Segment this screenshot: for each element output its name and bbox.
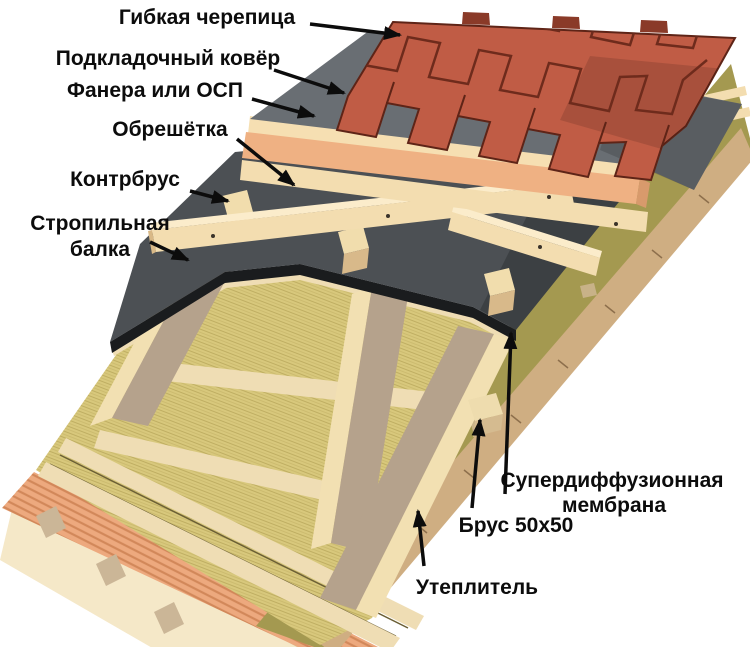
label-membrane-line2: мембрана <box>562 494 666 517</box>
label-lathing: Обрешётка <box>112 118 228 141</box>
label-osb: Фанера или ОСП <box>67 79 243 102</box>
callout-labels: Гибкая черепица Подкладочный ковёр Фанер… <box>30 6 723 599</box>
label-bar50: Брус 50x50 <box>459 514 574 537</box>
arrow-bar50 <box>470 418 486 509</box>
arrow-insulation <box>412 509 427 567</box>
label-rafter-line1: Стропильная <box>30 212 170 235</box>
label-underlayment: Подкладочный ковёр <box>56 47 280 70</box>
shingle-sheet <box>335 20 737 182</box>
arrow-shingles <box>309 22 402 41</box>
arrow-lathing <box>235 137 296 187</box>
cross-strip-row1 <box>122 358 484 416</box>
osb-board <box>242 132 640 204</box>
ceiling-batten-tabs <box>36 506 184 634</box>
membrane-edge <box>110 264 516 353</box>
label-insulation: Утеплитель <box>416 576 538 599</box>
arrow-underlayment <box>273 68 346 95</box>
arrow-membrane <box>503 331 518 495</box>
arrow-rafter <box>149 240 190 262</box>
callout-arrows <box>149 22 518 567</box>
rafter-middle-top <box>311 287 372 549</box>
plank-right <box>448 212 600 276</box>
rafter-middle-side <box>331 287 408 552</box>
label-membrane-line1: Супердиффузионная <box>500 469 723 492</box>
plank-screws <box>211 195 551 249</box>
plank-under-osb <box>240 160 648 232</box>
label-counter-batten: Контрбрус <box>70 168 180 191</box>
label-shingles: Гибкая черепица <box>119 6 296 29</box>
rafter-left-side <box>112 260 232 426</box>
label-rafter-line2: балка <box>70 238 131 261</box>
apron-strip-lower <box>38 462 400 647</box>
arrow-osb <box>251 97 316 119</box>
rafter-edge-side <box>320 326 494 610</box>
shingle-top-tabs <box>462 12 668 33</box>
arrow-counter-batten <box>189 189 230 204</box>
